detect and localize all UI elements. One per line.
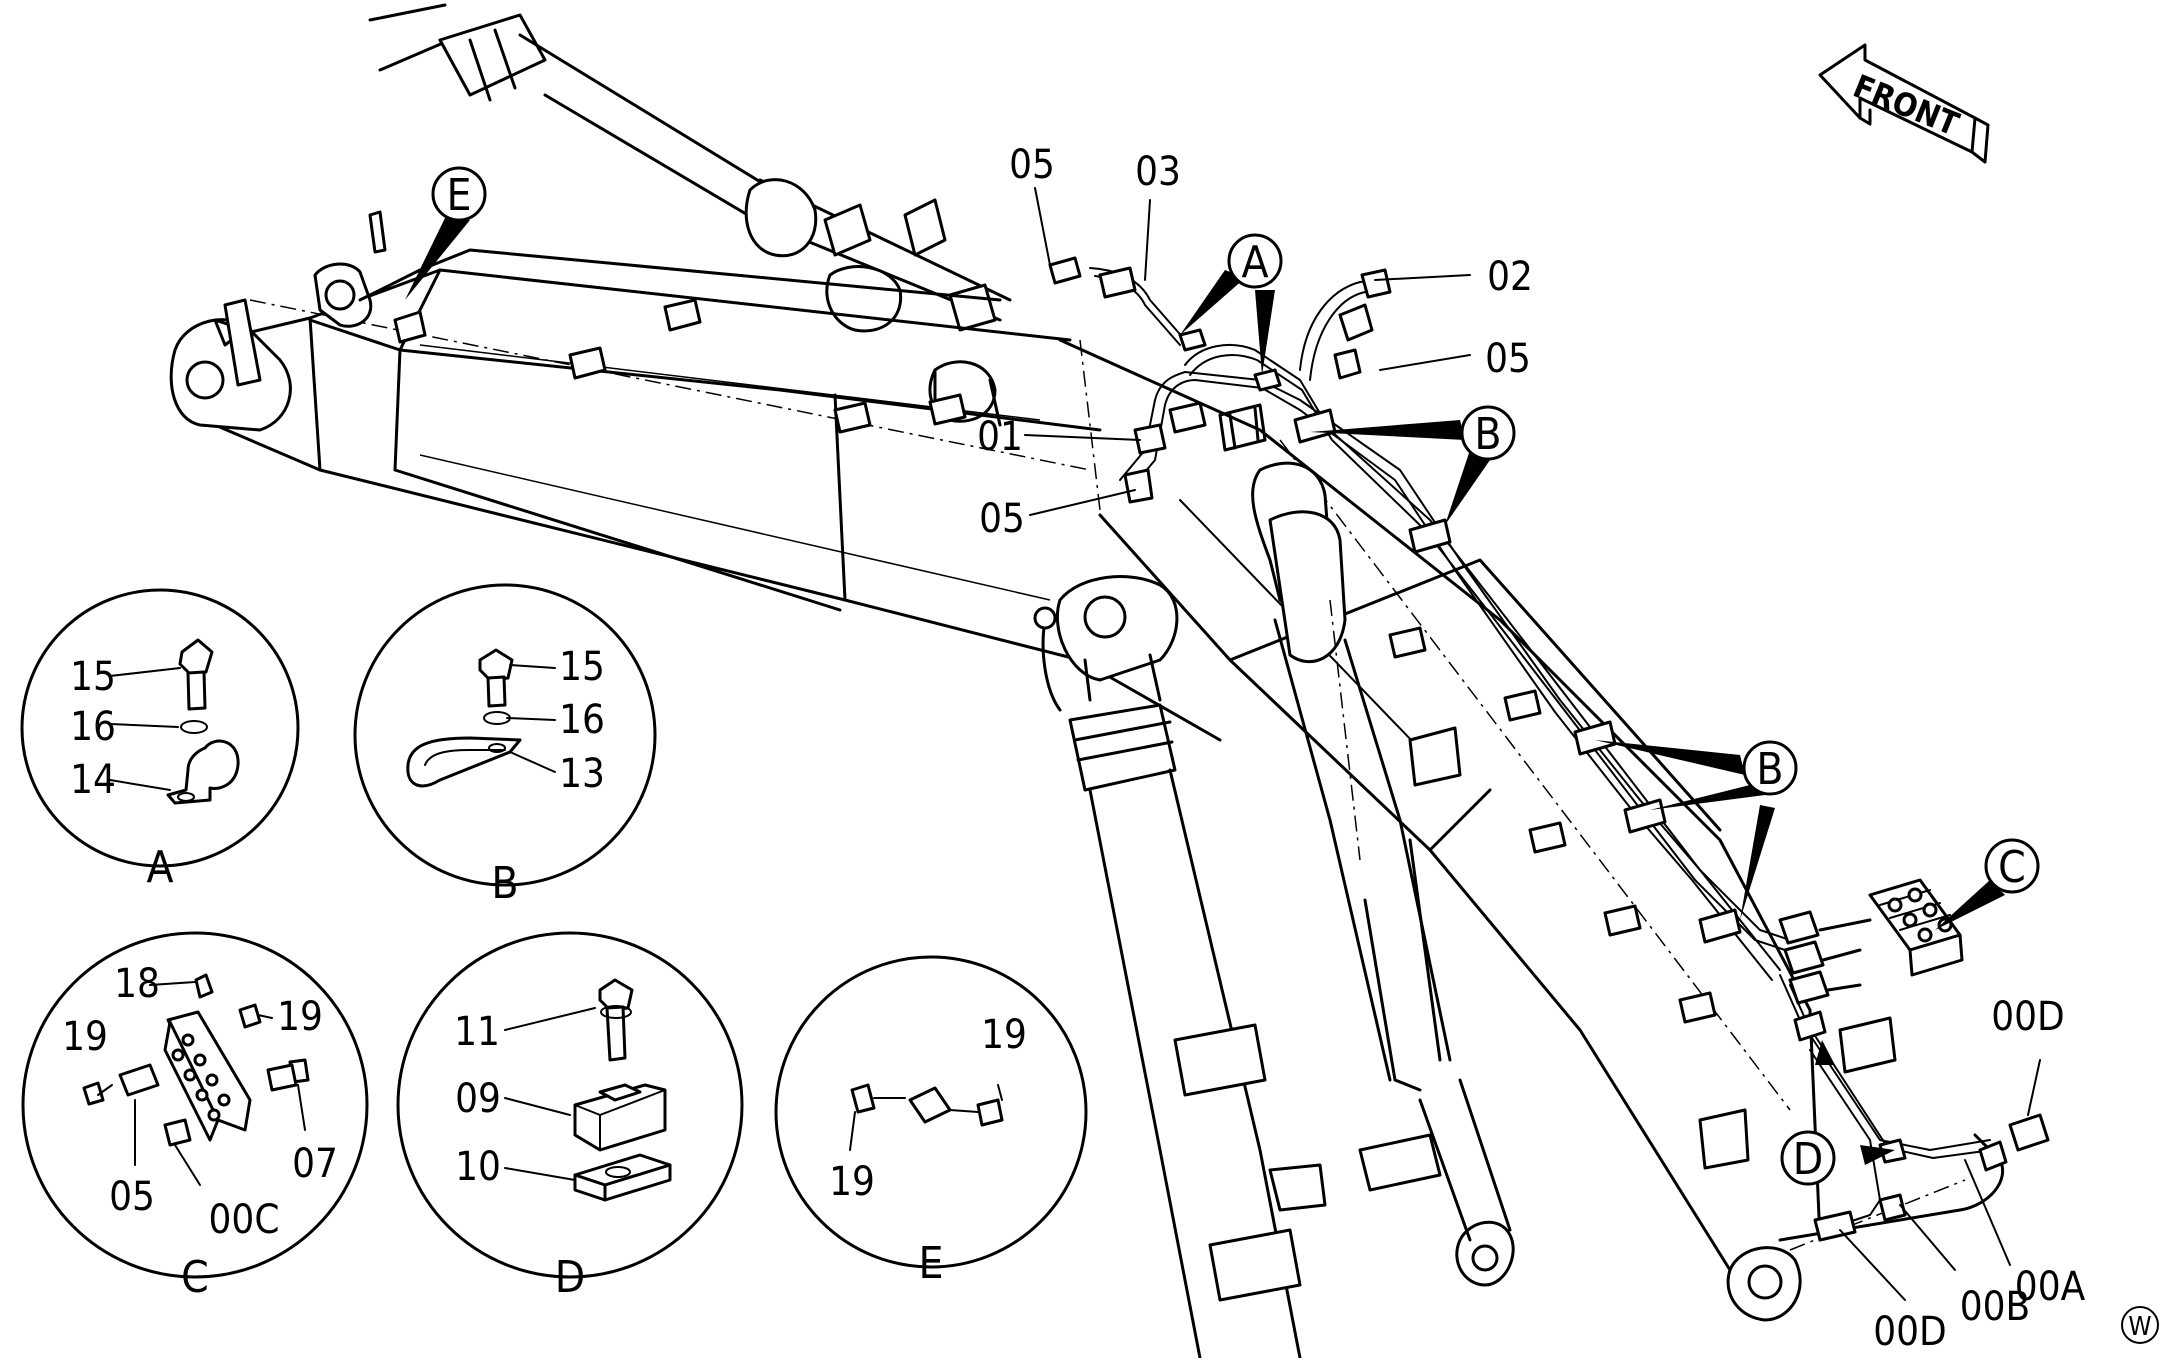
hydraulic-pipes [1048,256,2050,1242]
part-label-00A: 00A [2015,1264,2086,1310]
detail-E-label-1: 19 [981,1012,1027,1058]
arm-cylinder-rod [368,3,1012,427]
detail-E-label-2: 19 [829,1159,875,1205]
detail-D-label-1: 11 [454,1009,500,1055]
detail-A-label-2: 16 [70,704,116,750]
callout-A-label: A [1241,237,1268,288]
callout-B-marker-mid: B [1742,740,1798,796]
detail-D-label-2: 09 [455,1076,501,1122]
callout-C-label: C [1998,842,2026,893]
callout-D-label: D [1793,1134,1824,1185]
detail-C-label-3: 19 [62,1014,108,1060]
detail-C-label-6: 07 [292,1141,338,1187]
boom-cylinder [1033,575,1327,1360]
arm-cylinder [1251,461,1515,1287]
part-label-00D-top: 00D [1991,994,2065,1040]
junction-block [1778,878,1964,1005]
part-labels: 05 03 02 05 01 05 00D 00A 00B 00D [977,142,2085,1355]
leader-lines [405,187,2041,1301]
detail-view-C: 18 19 19 05 00C 07 C [21,931,369,1303]
detail-D-label-3: 10 [455,1144,501,1190]
callout-B-label-top: B [1474,409,1501,460]
part-label-05-mid: 05 [979,496,1025,542]
detail-A-label-3: 14 [70,757,116,803]
detail-B-label-2: 16 [559,697,605,743]
detail-D-caption: D [555,1252,586,1303]
part-label-03: 03 [1135,149,1181,195]
boom-structure [169,210,1267,742]
detail-view-A: 15 16 14 A [20,588,300,893]
part-label-00D-bottom: 00D [1873,1309,1947,1355]
detail-view-B: 15 16 13 B [353,583,657,909]
callout-C-marker: C [1984,838,2040,894]
part-label-05-top: 05 [1009,142,1055,188]
front-label: FRONT [1848,67,1965,144]
callout-E-marker: E [431,166,487,222]
callout-E-label: E [446,170,471,221]
detail-A-label-1: 15 [70,654,116,700]
detail-view-E: 19 19 E [774,955,1088,1289]
part-label-05-right: 05 [1485,336,1531,382]
detail-B-label-3: 13 [559,751,605,797]
corner-mark: W [2121,1306,2159,1344]
front-direction-arrow: FRONT [1818,43,1990,164]
corner-mark-label: W [2128,1312,2151,1342]
detail-C-label-1: 18 [114,961,160,1007]
detail-view-D: 11 09 10 D [396,931,744,1303]
callout-B-label-mid: B [1756,744,1783,795]
callout-D-marker: D [1780,1130,1836,1186]
detail-B-label-1: 15 [559,644,605,690]
detail-A-caption: A [146,842,173,893]
detail-C-caption: C [181,1252,209,1303]
callout-B-marker-top: B [1460,405,1516,461]
detail-B-caption: B [491,858,518,909]
detail-C-label-4: 05 [109,1174,155,1220]
detail-E-caption: E [918,1238,943,1289]
callout-A-marker: A [1227,233,1283,289]
arm-structure [1058,338,2005,1322]
part-label-01: 01 [977,414,1023,460]
detail-C-label-5: 00C [209,1197,280,1243]
detail-C-label-2: 19 [277,994,323,1040]
part-label-02: 02 [1487,254,1533,300]
part-label-00B: 00B [1960,1284,2030,1330]
